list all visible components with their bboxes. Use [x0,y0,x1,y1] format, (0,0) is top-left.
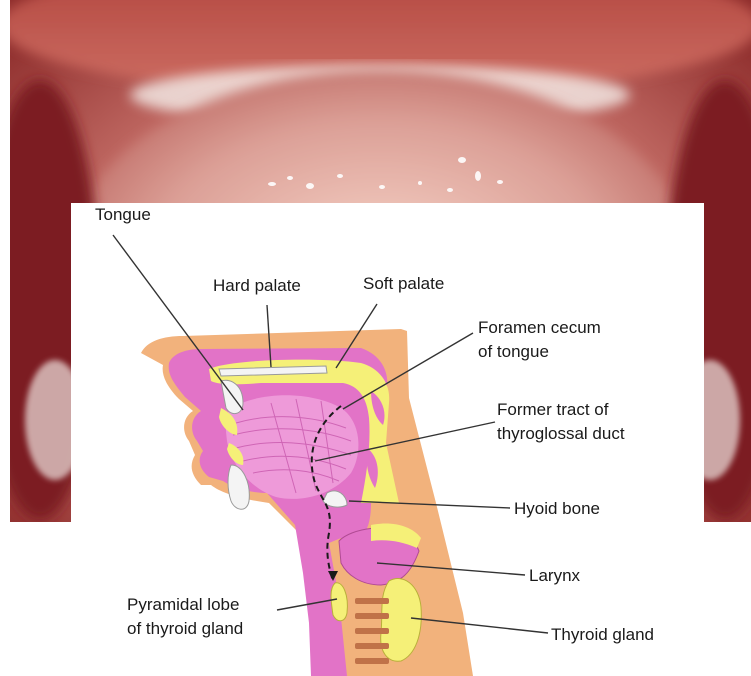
label-former-tract-line1: Former tract of [497,399,608,421]
label-soft-palate: Soft palate [363,273,444,295]
label-foramen-cecum-line1: Foramen cecum [478,317,601,339]
label-former-tract-line2: thyroglossal duct [497,423,625,445]
label-larynx: Larynx [529,565,580,587]
label-pyramidal-lobe-line2: of thyroid gland [127,618,243,640]
label-tongue: Tongue [95,204,151,226]
label-thyroid-gland: Thyroid gland [551,624,654,646]
label-pyramidal-lobe-line1: Pyramidal lobe [127,594,239,616]
thyroglossal-diagram: Tongue Hard palate Soft palate Foramen c… [71,203,704,676]
label-hard-palate: Hard palate [213,275,301,297]
label-hyoid-bone: Hyoid bone [514,498,600,520]
label-foramen-cecum-line2: of tongue [478,341,549,363]
